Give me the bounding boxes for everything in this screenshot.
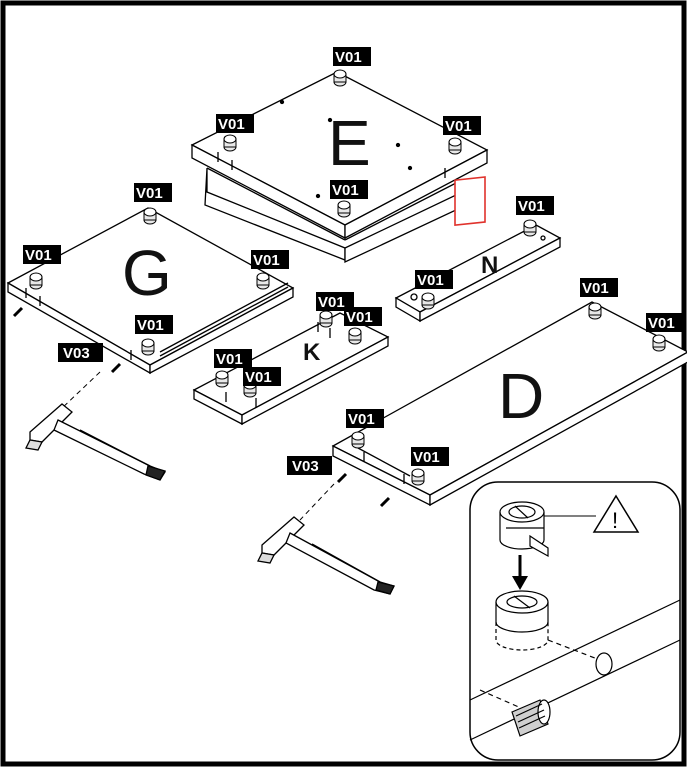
svg-text:V01: V01	[253, 252, 280, 269]
tag-v01: V01	[443, 116, 481, 135]
panel-label-g: G	[122, 237, 172, 309]
svg-text:V01: V01	[136, 185, 163, 202]
panel-label-e: E	[328, 107, 371, 179]
svg-text:V01: V01	[25, 247, 52, 264]
svg-text:V01: V01	[216, 351, 243, 368]
tag-v01: V01	[646, 313, 684, 332]
warning-triangle-icon: !	[592, 494, 640, 533]
tag-v01: V01	[344, 307, 382, 326]
svg-text:V01: V01	[318, 294, 345, 311]
dowels	[12, 306, 391, 508]
panel-e	[190, 71, 489, 264]
tag-v01: V01	[251, 250, 289, 269]
panel-n	[394, 224, 562, 323]
cam-fittings	[29, 69, 666, 486]
guide-lines	[59, 371, 335, 521]
tag-v01: V01	[346, 409, 384, 428]
cam-dowel-icon	[511, 699, 551, 737]
tag-v01: V01	[516, 196, 554, 215]
arrow-down-icon	[512, 555, 528, 590]
tag-v01: V01	[333, 47, 371, 66]
v01-tags: V01 V01 V01 V01 V01 V01 V01 V01 V01 V01 …	[23, 47, 684, 466]
cam-lock-fitting-icon	[499, 501, 549, 558]
panel-d	[331, 301, 687, 507]
tag-v01: V01	[580, 278, 618, 297]
svg-text:V03: V03	[292, 458, 319, 475]
tag-v01: V01	[411, 447, 449, 466]
svg-text:V01: V01	[137, 317, 164, 334]
hammer-icon	[257, 516, 395, 595]
tag-v01: V01	[316, 292, 354, 311]
highlighted-part	[454, 176, 486, 227]
svg-text:V01: V01	[648, 315, 675, 332]
tag-v03: V03	[58, 343, 103, 362]
svg-text:!: !	[612, 508, 618, 533]
svg-text:V01: V01	[218, 116, 245, 133]
svg-text:V01: V01	[332, 182, 359, 199]
svg-text:V01: V01	[335, 49, 362, 66]
tag-v01: V01	[214, 349, 252, 368]
svg-text:V01: V01	[346, 309, 373, 326]
svg-text:V01: V01	[417, 272, 444, 289]
detail-inset: !	[469, 481, 681, 761]
hammer-icon	[25, 403, 166, 481]
tag-v01: V01	[23, 245, 61, 264]
tag-v01: V01	[243, 367, 281, 386]
cam-in-hole	[495, 590, 549, 651]
panel-label-d: D	[498, 360, 544, 432]
tag-v01: V01	[415, 270, 453, 289]
tag-v01: V01	[330, 180, 368, 199]
panel-g	[6, 207, 295, 375]
panel-k	[192, 312, 390, 426]
svg-text:V01: V01	[413, 449, 440, 466]
svg-text:V01: V01	[348, 411, 375, 428]
svg-text:V01: V01	[518, 198, 545, 215]
tag-v01: V01	[135, 315, 173, 334]
tag-v01: V01	[134, 183, 172, 202]
svg-text:V01: V01	[582, 280, 609, 297]
tag-v03: V03	[287, 456, 332, 475]
svg-text:V01: V01	[445, 118, 472, 135]
v03-tags: V03 V03	[58, 343, 332, 475]
panel-label-n: N	[481, 252, 498, 279]
svg-text:V01: V01	[245, 369, 272, 386]
tag-v01: V01	[216, 114, 254, 133]
panel-label-k: K	[303, 339, 321, 366]
svg-text:V03: V03	[63, 345, 90, 362]
